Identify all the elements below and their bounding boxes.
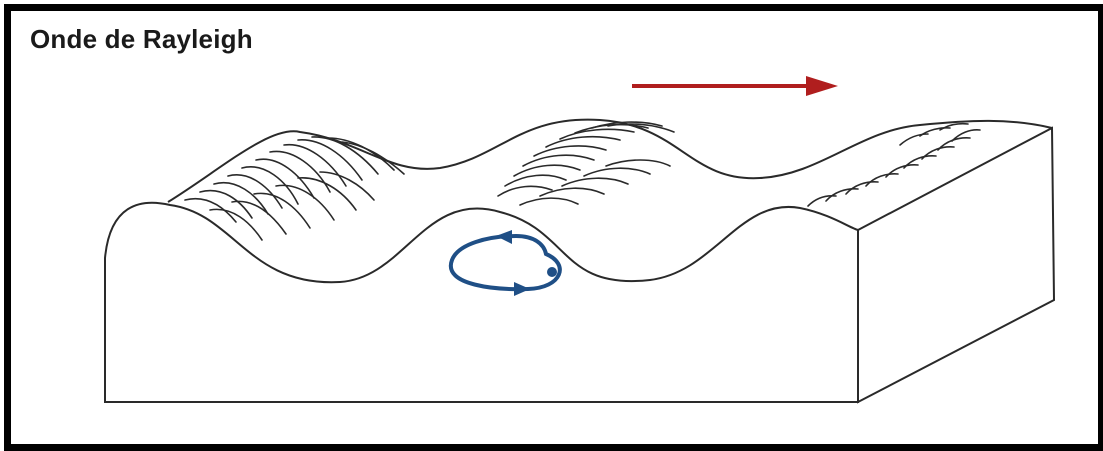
surface-hatching-crest-2 [498,122,674,205]
surface-hatching-crest-1 [185,137,404,240]
block-side-face [858,128,1054,402]
right-arrow-icon [632,76,838,96]
block-front-face [105,203,858,402]
